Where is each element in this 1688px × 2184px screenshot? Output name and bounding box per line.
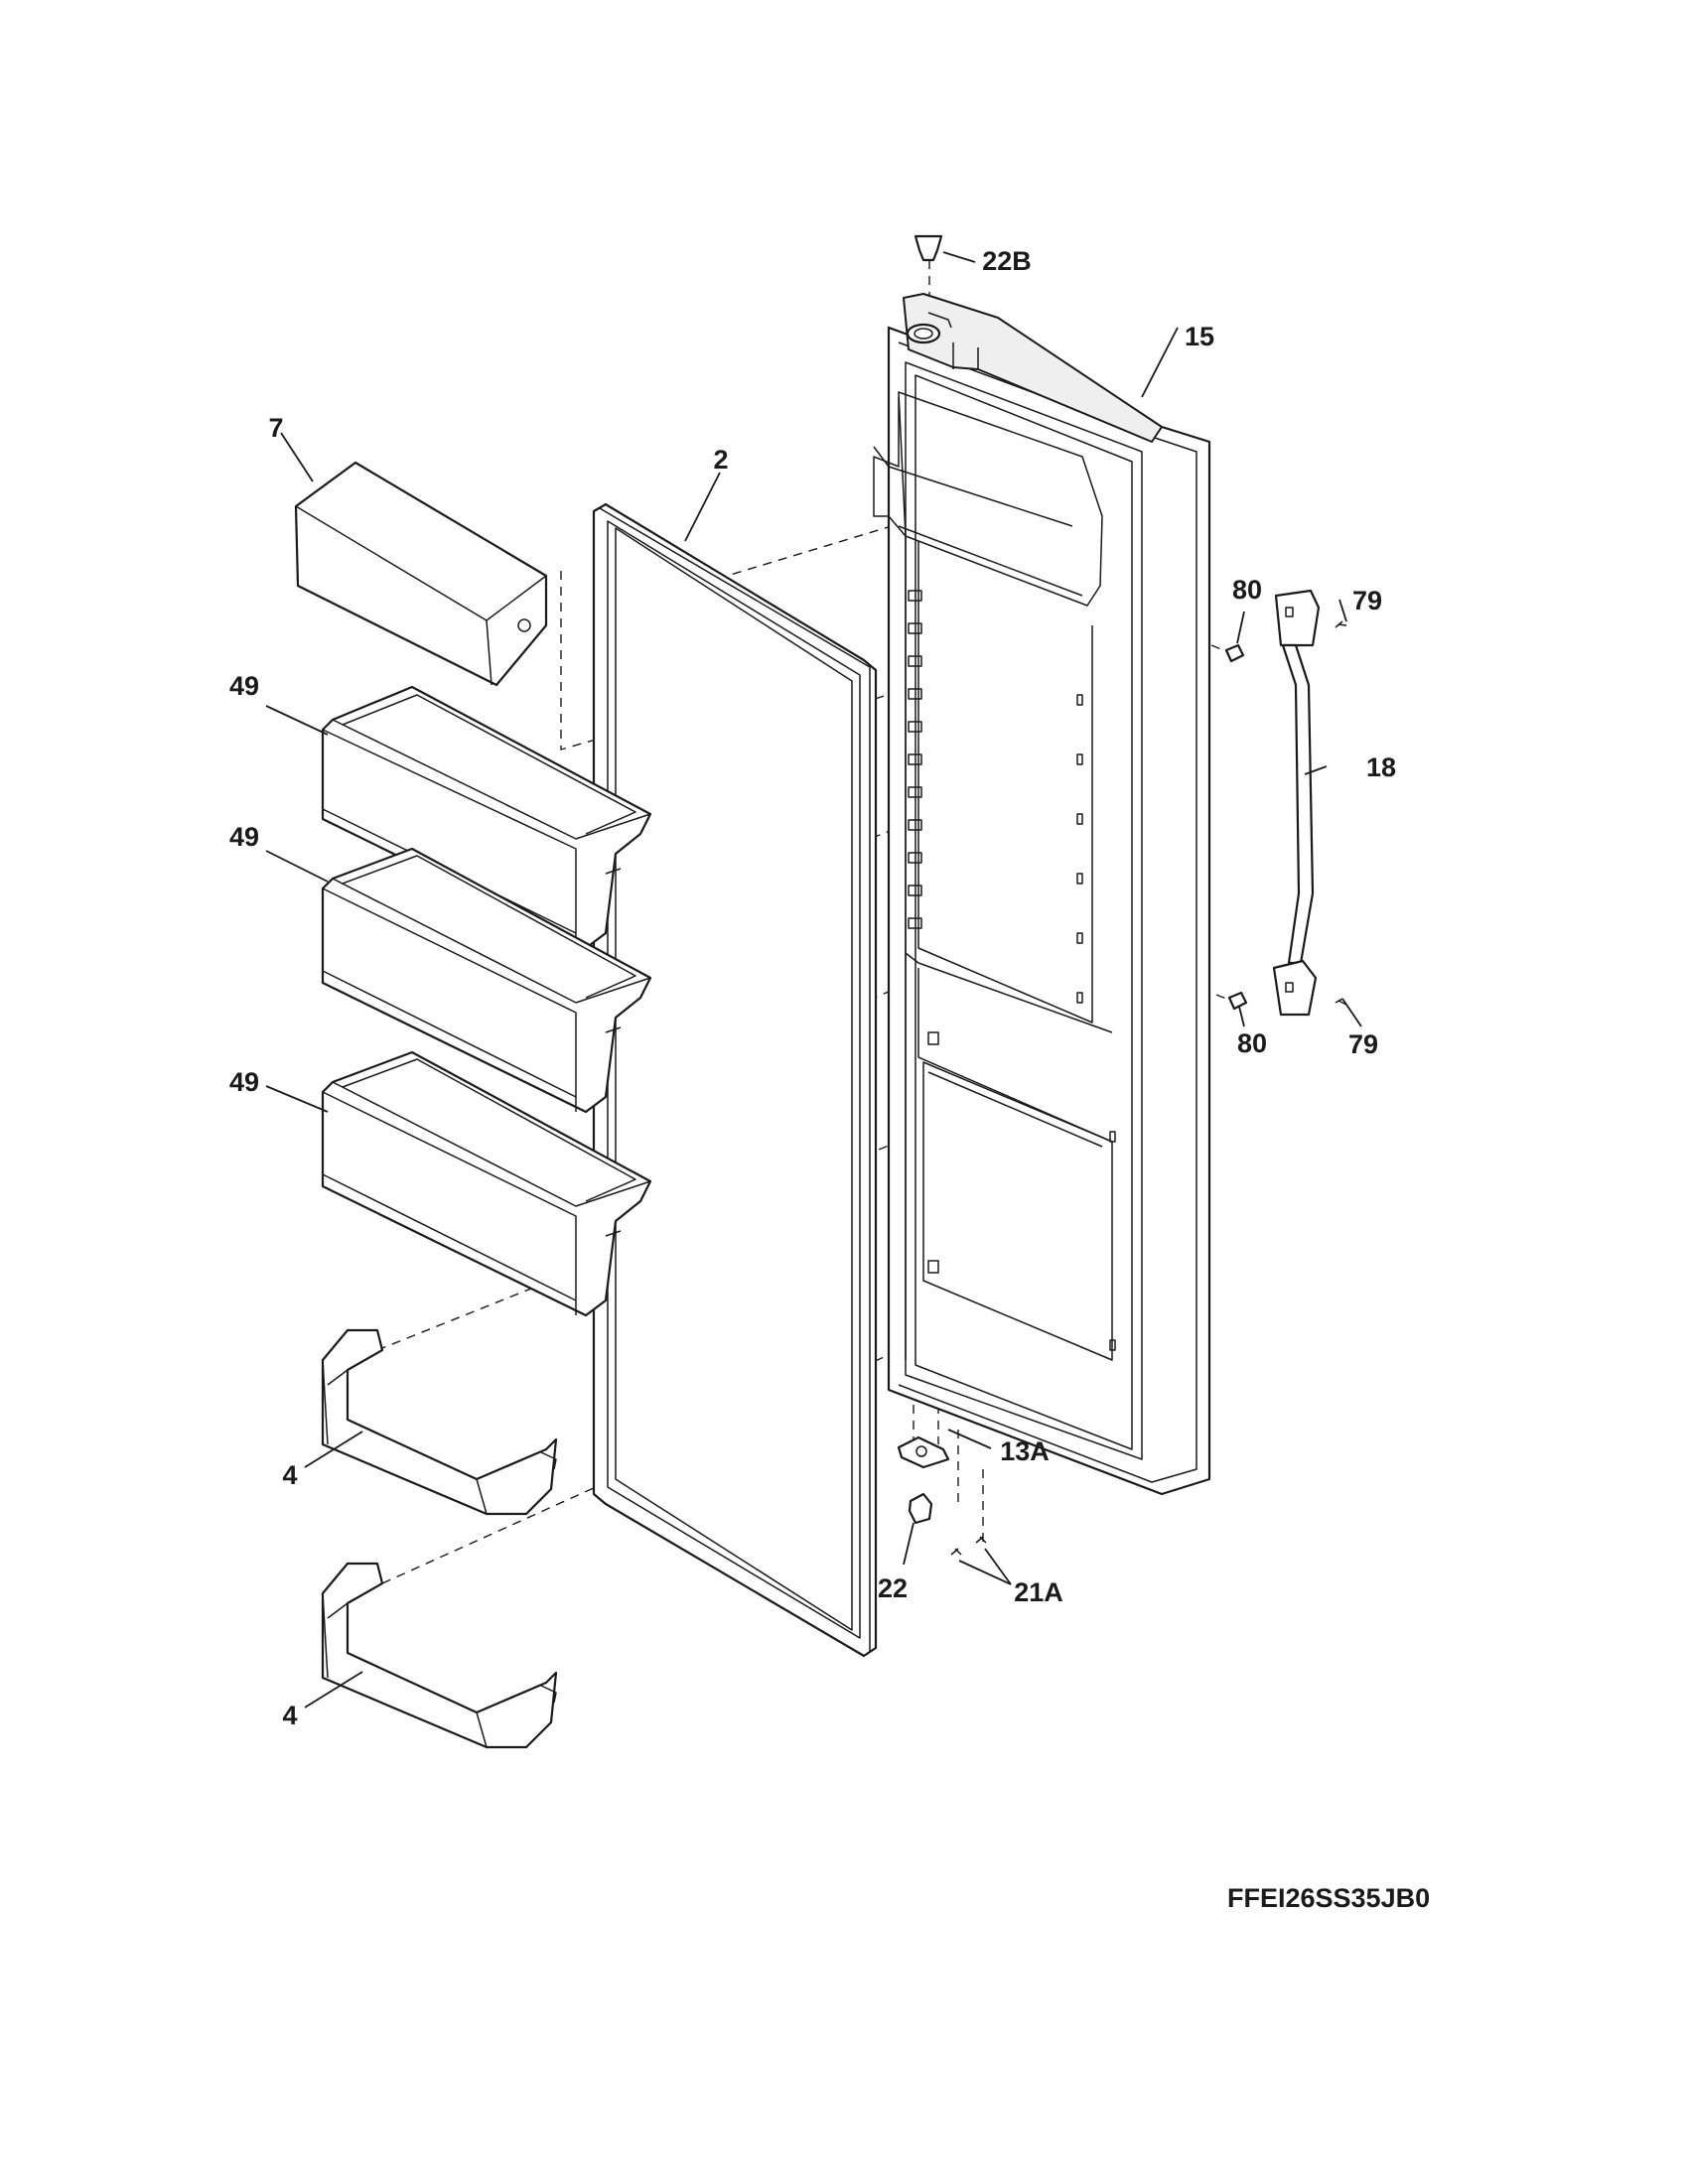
bottom-bin-lower <box>321 1562 558 1749</box>
callout-2: 2 <box>713 445 728 475</box>
door-bin-lower <box>321 1050 652 1317</box>
callout-22B: 22B <box>982 246 1032 276</box>
callout-49-lower: 49 <box>229 1067 259 1097</box>
callout-labels: 15 2 7 49 49 49 4 4 18 80 80 79 79 22B 1… <box>229 246 1396 1730</box>
callout-4-lower: 4 <box>282 1701 297 1730</box>
callout-13A: 13A <box>1000 1436 1050 1466</box>
callout-22: 22 <box>878 1573 908 1603</box>
dairy-door <box>294 461 548 687</box>
door-bin-middle <box>321 847 652 1114</box>
bottom-hinge-bracket <box>897 1435 950 1469</box>
callout-15: 15 <box>1185 322 1214 351</box>
callout-7: 7 <box>268 413 283 443</box>
callout-4-upper: 4 <box>282 1460 297 1490</box>
leader-lines <box>265 251 1362 1708</box>
callout-49-middle: 49 <box>229 822 259 852</box>
callout-79-bottom: 79 <box>1348 1029 1378 1059</box>
handle-screw-top <box>1335 620 1347 628</box>
callout-49-upper: 49 <box>229 671 259 701</box>
callout-80-top: 80 <box>1232 575 1262 605</box>
door-liner-assembly <box>873 293 1211 1496</box>
model-number: FFEI26SS35JB0 <box>1227 1883 1430 1913</box>
screws <box>950 1536 987 1556</box>
callout-80-bottom: 80 <box>1237 1028 1267 1058</box>
bottom-bin-upper <box>321 1328 558 1516</box>
callout-79-top: 79 <box>1352 586 1382 615</box>
callout-18: 18 <box>1366 752 1396 782</box>
door-gasket <box>592 502 878 1658</box>
handle-mount-bottom <box>1227 991 1248 1011</box>
callout-21A: 21A <box>1014 1577 1063 1607</box>
handle-mount-top <box>1224 643 1245 663</box>
hinge-bushing-top <box>914 234 943 262</box>
shelf-notches <box>908 590 1116 1351</box>
hinge-bushing-bottom <box>908 1492 933 1525</box>
door-handle <box>1224 589 1347 1017</box>
